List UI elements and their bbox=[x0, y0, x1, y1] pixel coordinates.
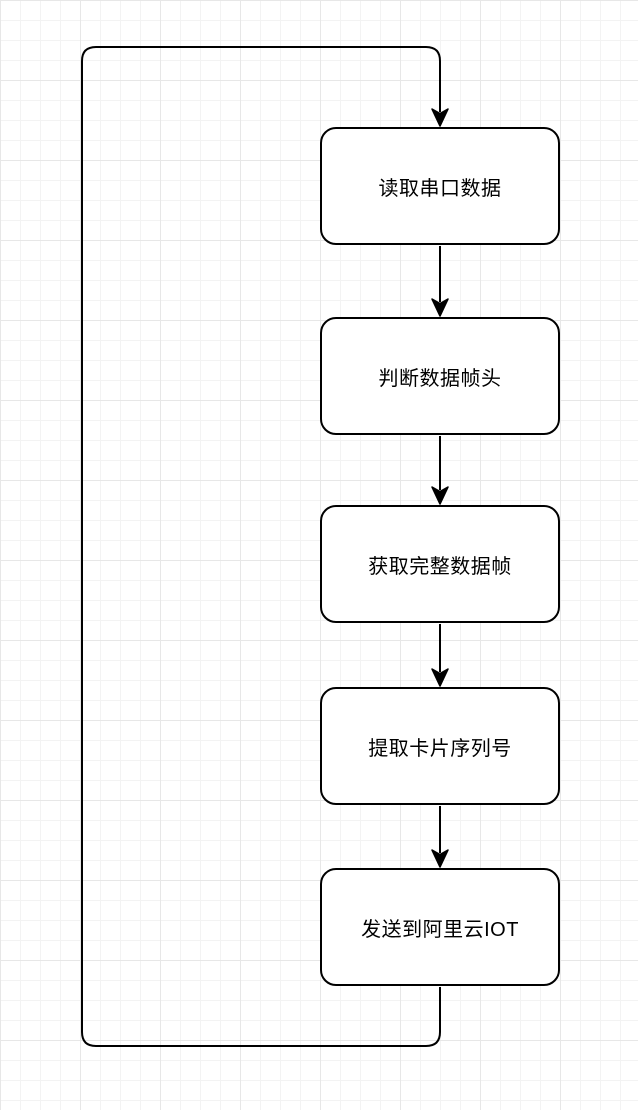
flow-node-read-serial-data[interactable]: 读取串口数据 bbox=[320, 127, 560, 245]
flow-node-send-to-aliyun-iot[interactable]: 发送到阿里云IOT bbox=[320, 868, 560, 986]
flow-node-label: 发送到阿里云IOT bbox=[361, 918, 519, 941]
edge-2-arrowhead-icon bbox=[431, 486, 449, 505]
edge-1-arrowhead-icon bbox=[431, 298, 449, 317]
edge-3-arrowhead-icon bbox=[431, 668, 449, 687]
flow-node-label: 读取串口数据 bbox=[378, 177, 502, 200]
flow-node-label: 获取完整数据帧 bbox=[368, 555, 512, 578]
edge-4-arrowhead-icon bbox=[431, 849, 449, 868]
flow-node-label: 提取卡片序列号 bbox=[368, 737, 512, 760]
flow-node-check-frame-header[interactable]: 判断数据帧头 bbox=[320, 317, 560, 435]
flow-node-extract-card-serial[interactable]: 提取卡片序列号 bbox=[320, 687, 560, 805]
edge-loop-back-arrowhead-icon bbox=[431, 108, 449, 127]
flow-node-get-complete-frame[interactable]: 获取完整数据帧 bbox=[320, 505, 560, 623]
flow-node-label: 判断数据帧头 bbox=[378, 367, 502, 390]
edge-loop-back[interactable] bbox=[81, 46, 441, 1047]
